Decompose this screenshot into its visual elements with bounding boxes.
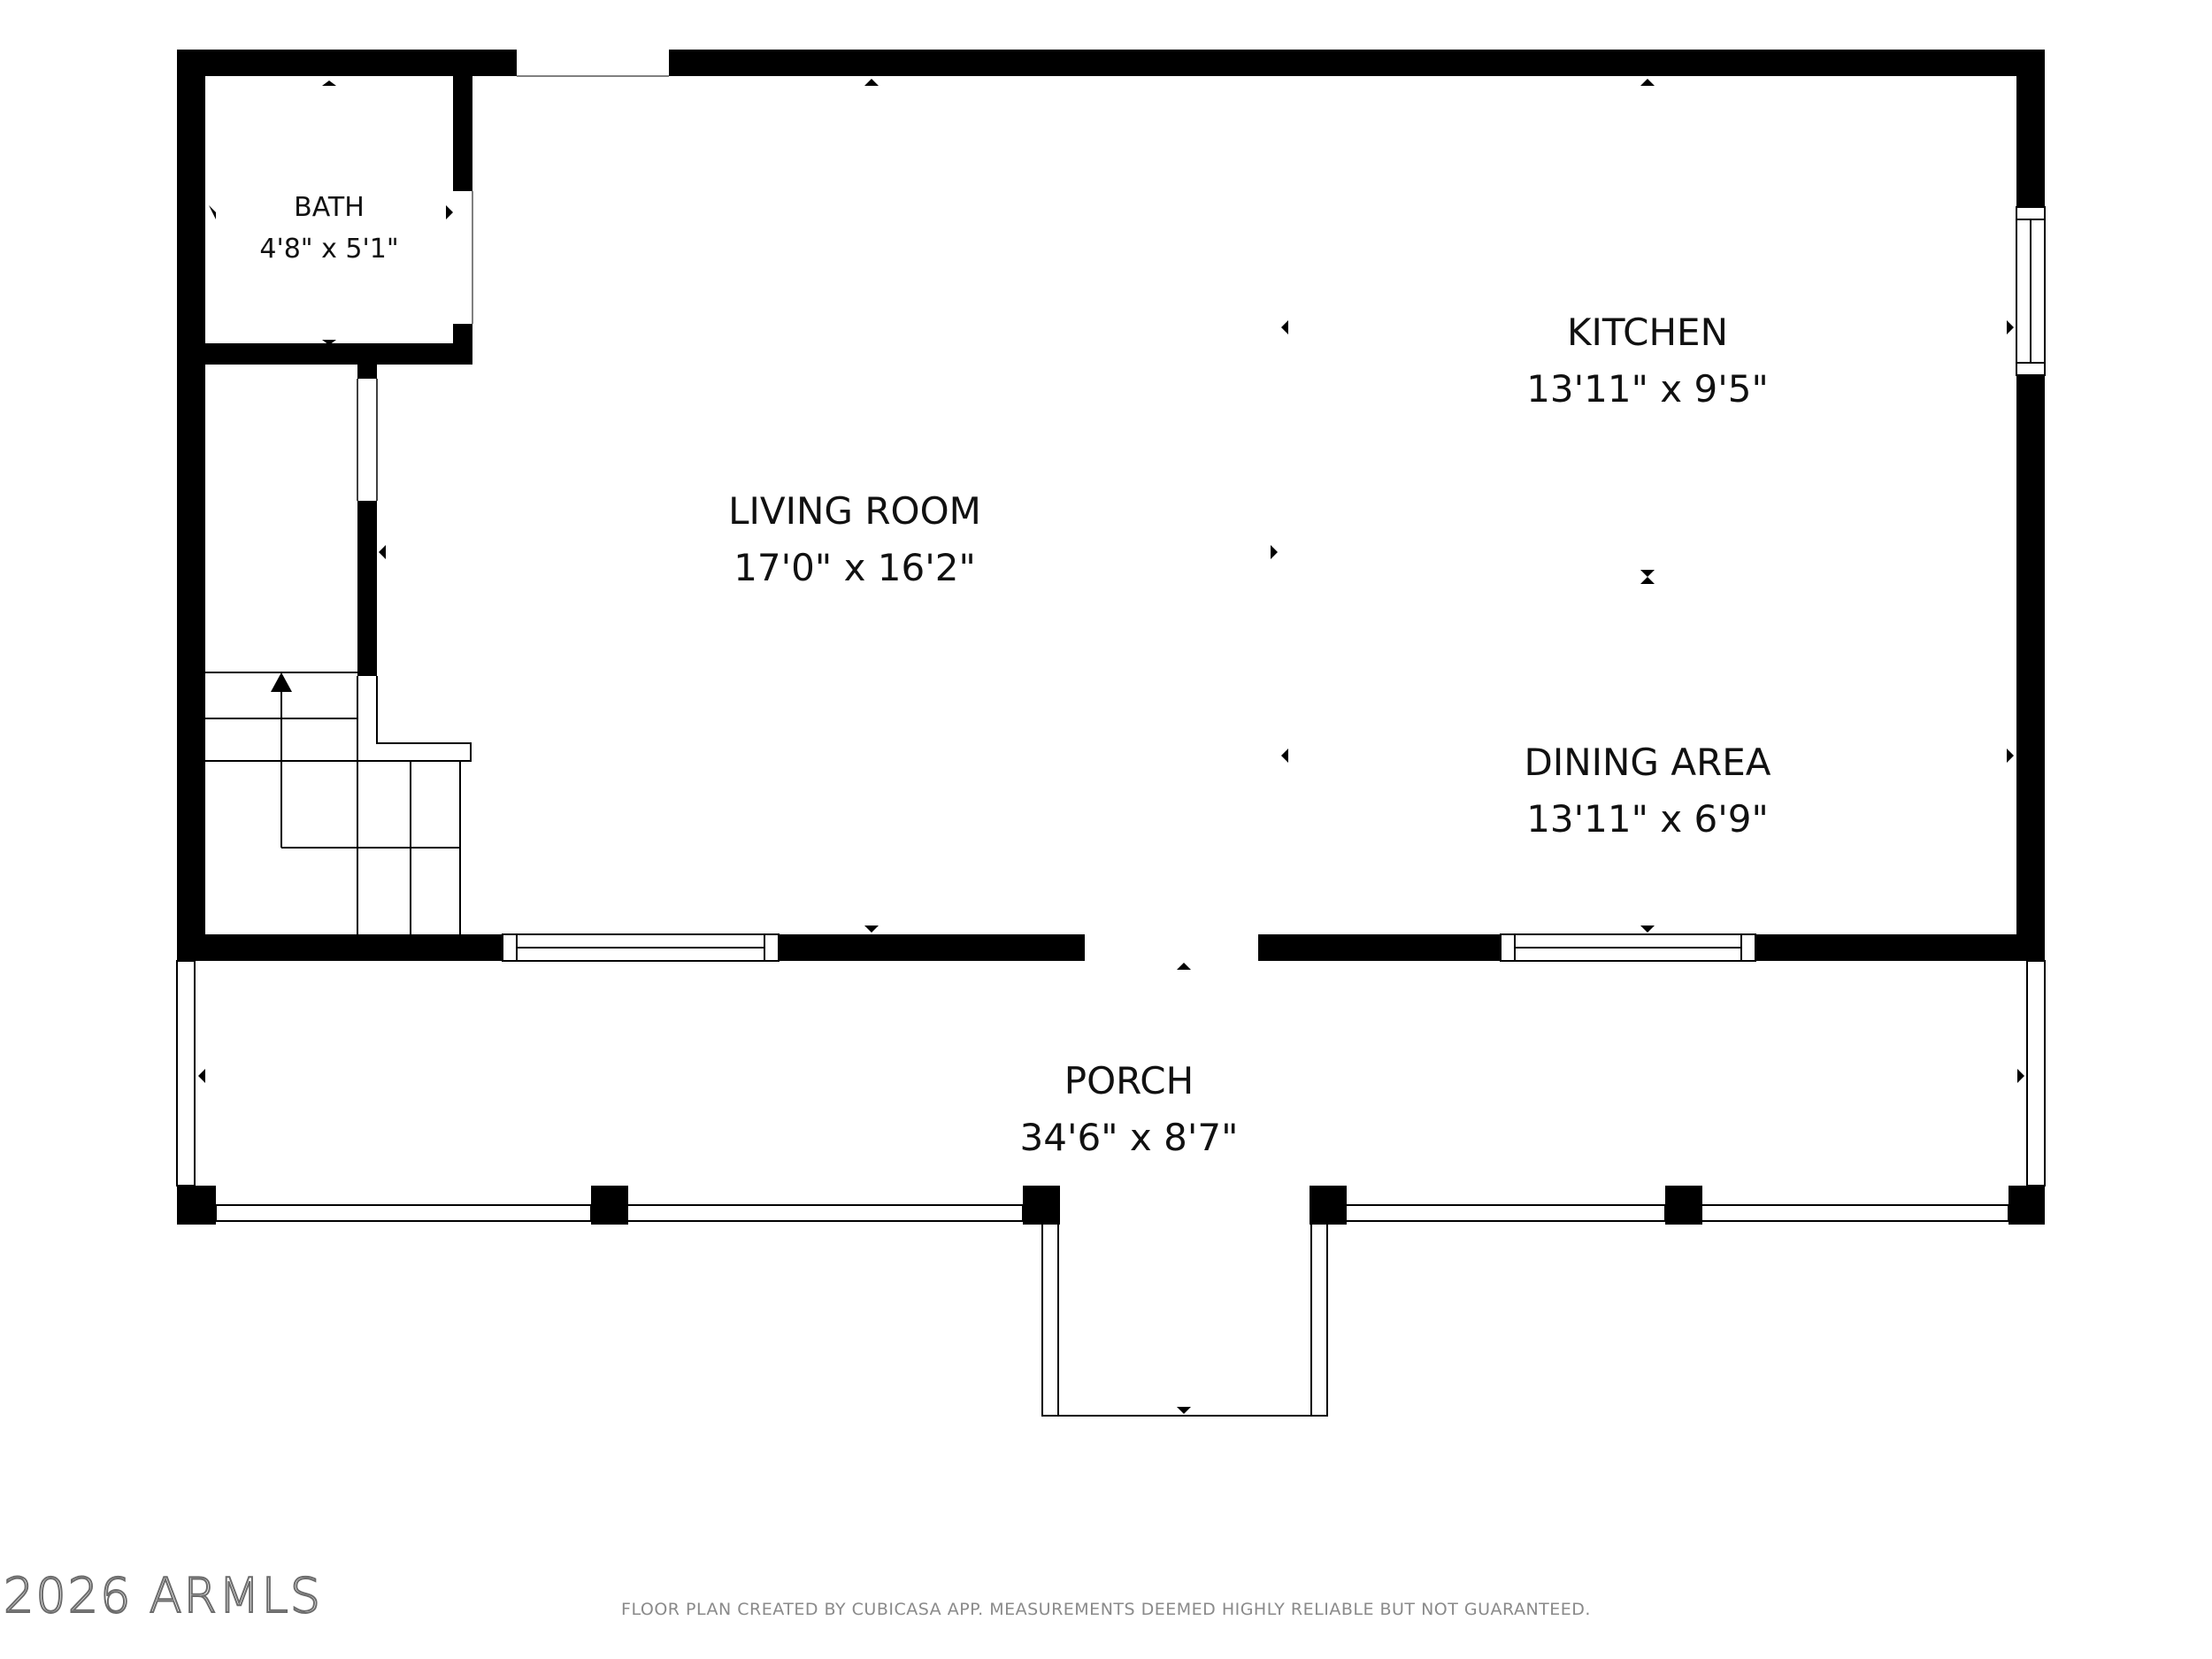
closet-wall-top (357, 365, 377, 379)
living-room-name: LIVING ROOM (728, 489, 981, 533)
bath-name: BATH (294, 192, 365, 223)
porch-front-rail-1 (215, 1204, 592, 1222)
bath-dims: 4'8" x 5'1" (259, 234, 398, 265)
porch-post (1665, 1186, 1702, 1225)
dimension-markers (198, 79, 2024, 1414)
porch-post (1023, 1186, 1060, 1225)
bottom-wall-4 (1755, 934, 2045, 961)
porch-front-rail-2 (626, 1204, 1024, 1222)
left-wall (177, 50, 205, 961)
closet-door-lines (357, 379, 378, 501)
closet-wall-mid (357, 501, 377, 676)
porch-post (591, 1186, 628, 1225)
staircase (205, 672, 472, 934)
porch-dims: 34'6" x 8'7" (1020, 1116, 1239, 1159)
window-bottom-right (1500, 933, 1756, 962)
living-room-dims: 17'0" x 16'2" (733, 546, 976, 589)
porch-step-left-rail (1041, 1222, 1059, 1417)
porch-post (2008, 1186, 2045, 1225)
right-wall-bottom (2016, 375, 2045, 961)
kitchen-name: KITCHEN (1567, 311, 1728, 354)
window-right (2016, 206, 2046, 376)
porch-right-rail (2026, 960, 2046, 1187)
porch-step-right-rail (1310, 1222, 1328, 1417)
porch-front-rail-3 (1344, 1204, 1666, 1222)
porch-front-rail-4 (1700, 1204, 2009, 1222)
stair-up-arrow (271, 672, 292, 692)
porch-post (177, 1186, 216, 1225)
interior-walls (357, 365, 377, 676)
bath-bottom-wall (177, 343, 472, 365)
porch-post (1310, 1186, 1347, 1225)
disclaimer-text: FLOOR PLAN CREATED BY CUBICASA APP. MEAS… (621, 1600, 1591, 1619)
porch-name: PORCH (1064, 1059, 1194, 1102)
kitchen-dims: 13'11" x 9'5" (1526, 367, 1769, 411)
porch-structure (176, 960, 2046, 1417)
windows (502, 206, 2046, 962)
room-labels: BATH 4'8" x 5'1" LIVING ROOM 17'0" x 16'… (259, 192, 1770, 1159)
bottom-wall-2 (779, 934, 1085, 961)
exterior-walls (177, 50, 2045, 961)
bath-right-wall-top (453, 50, 472, 191)
dining-area-name: DINING AREA (1524, 741, 1770, 784)
window-bottom-left (502, 933, 780, 962)
bottom-wall-1 (177, 934, 503, 961)
porch-posts (177, 1186, 2045, 1225)
top-wall-right (669, 50, 2045, 76)
porch-left-rail (176, 960, 196, 1187)
bottom-wall-3 (1258, 934, 1501, 961)
right-wall-top (2016, 50, 2045, 207)
dining-area-dims: 13'11" x 6'9" (1526, 797, 1769, 841)
bath-walls (177, 50, 472, 365)
watermark-text: 2026 ARMLS (3, 1567, 323, 1624)
